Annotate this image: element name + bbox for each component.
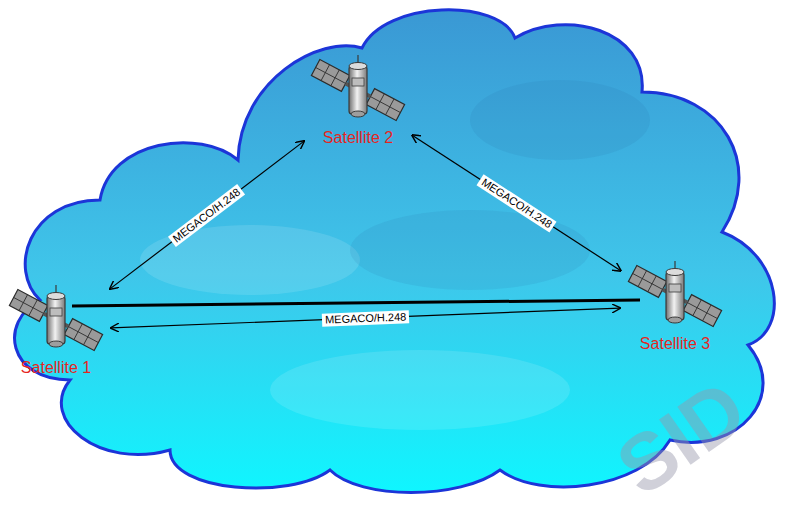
satellite-node: Satellite 3: [625, 258, 725, 354]
satellite-node: Satellite 2: [308, 52, 408, 148]
link-label: MEGACO/H.248: [322, 310, 410, 326]
satellite-label: Satellite 1: [6, 358, 106, 378]
protocol-link: [412, 135, 621, 271]
satellite-node: Satellite 1: [6, 282, 106, 378]
satellite-label: Satellite 3: [625, 334, 725, 354]
satellite-icon: [625, 258, 725, 334]
protocol-link: [110, 141, 304, 289]
satellite-label: Satellite 2: [308, 128, 408, 148]
protocol-link: [111, 308, 620, 328]
satellite-icon: [308, 52, 408, 128]
satellite-icon: [6, 282, 106, 358]
